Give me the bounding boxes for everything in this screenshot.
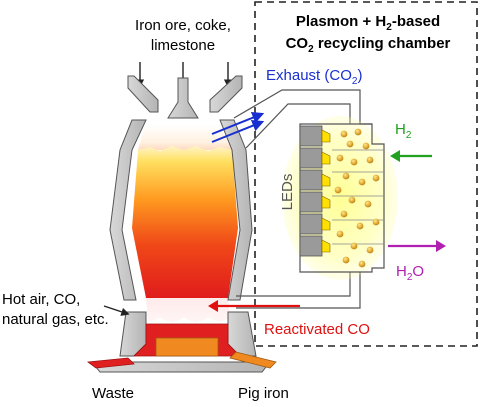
hopper-left [127,75,159,113]
base-platform [90,361,272,373]
waste-spout [86,357,135,369]
furnace-wall-left [109,119,147,301]
pig-iron-label: Pig iron [238,385,289,402]
waste-label: Waste [92,385,134,402]
chamber-title-line1: Plasmon + H2-based [296,13,440,33]
pig-iron-pool [155,337,219,357]
return-pipe [236,272,361,309]
input-label-line2: limestone [151,37,215,54]
pig-iron-spout [229,351,277,369]
hopper-center [167,77,199,119]
chamber-title-line2: CO2 recycling chamber [286,35,451,55]
h2o-label: H2O [396,263,424,283]
furnace-wall-right [219,119,253,301]
input-label-line1: Iron ore, coke, [135,17,231,34]
hot-air-label-line1: Hot air, CO, [2,291,80,308]
reactor-guides [332,149,384,245]
reactivated-co-label: Reactivated CO [264,321,370,338]
furnace-interior-lower [146,298,230,323]
h2-arrow-head [390,150,400,162]
recycling-chamber-box [254,1,478,347]
h2o-arrow-head [436,240,446,252]
exhaust-arrow-1 [211,111,265,135]
reactor-tube [299,123,385,273]
exhaust-arrow-2 [211,119,265,143]
reactivated-co-arrow-head [208,300,218,312]
furnace-interior-upper [138,125,232,150]
hopper-right [209,75,243,113]
furnace-fire-zone [132,146,238,298]
h2-label: H2 [395,121,412,141]
exhaust-label: Exhaust (CO2) [266,67,362,87]
leds-label: LEDs [279,174,296,211]
led-stack [299,125,331,257]
nanoparticles [334,128,380,268]
hot-air-label-line2: natural gas, etc. [2,311,109,328]
hot-air-arrow [103,305,130,316]
